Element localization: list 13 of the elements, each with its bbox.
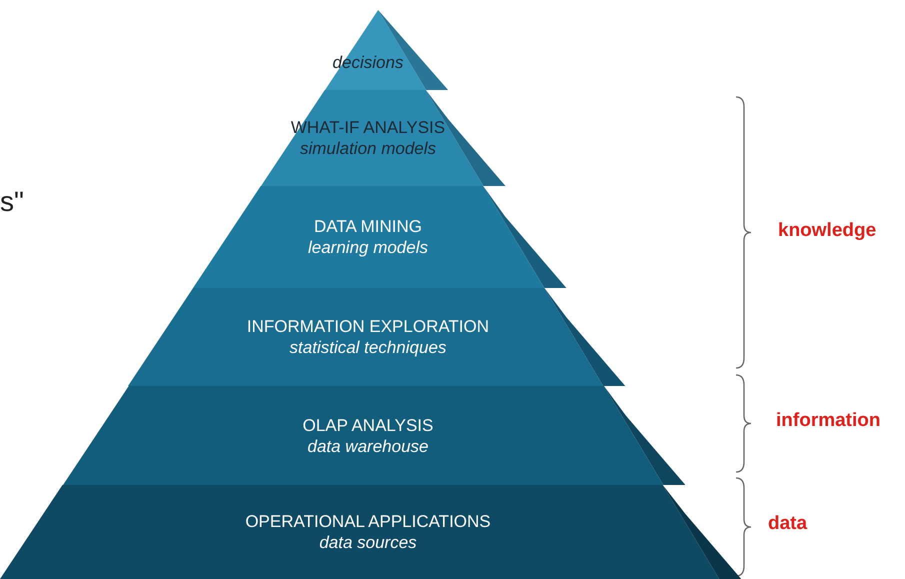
- layer-subtitle: data sources: [319, 532, 417, 553]
- group-label: information: [776, 410, 880, 432]
- layer-subtitle: statistical techniques: [290, 337, 446, 358]
- layer-subtitle: learning models: [308, 237, 428, 258]
- layer-title: OLAP ANALYSIS: [302, 414, 434, 436]
- layer-title: INFORMATION EXPLORATION: [246, 316, 490, 337]
- group-label: knowledge: [778, 220, 876, 242]
- layer-subtitle: simulation models: [300, 138, 436, 159]
- cut-off-text: s": [0, 186, 24, 218]
- layer-subtitle: data warehouse: [308, 436, 428, 456]
- layer-title: DATA MINING: [314, 216, 422, 237]
- layer-title: OPERATIONAL APPLICATIONS: [245, 511, 491, 532]
- group-label: data: [768, 513, 808, 535]
